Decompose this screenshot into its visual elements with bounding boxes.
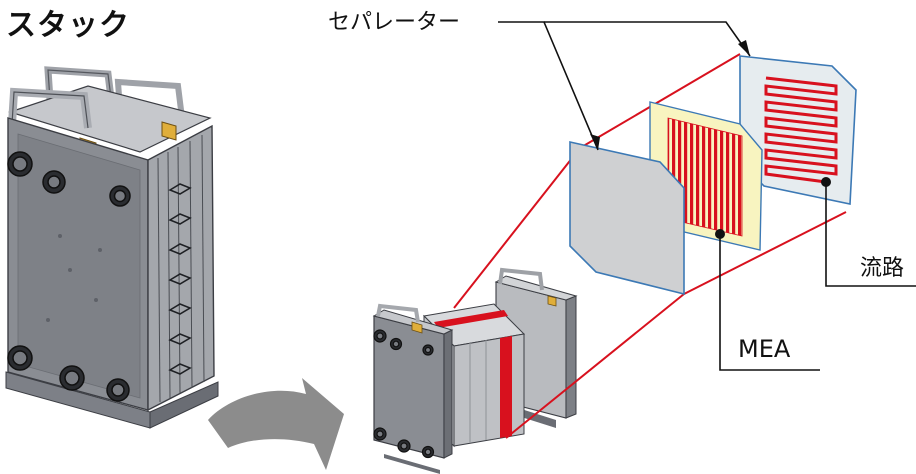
flow-channel-serpentine: [764, 76, 838, 184]
zoom-callout-lines: [453, 53, 847, 439]
leader-arrowheads: [590, 40, 750, 150]
label-flow-channel: 流路: [860, 256, 905, 281]
label-mea: MEA: [738, 335, 791, 363]
stack-port-fittings: [7, 151, 131, 402]
separator-plate-front: [569, 141, 685, 296]
transition-arrow-icon: [208, 378, 344, 470]
stack-cell-layers: [157, 134, 205, 403]
diagram-title: スタック: [6, 8, 130, 43]
fuel-cell-stack-small: [372, 267, 578, 474]
label-separator: セパレーター: [328, 10, 461, 35]
stack-side-clips: [168, 183, 192, 375]
fuel-cell-stack-large: [5, 66, 219, 429]
